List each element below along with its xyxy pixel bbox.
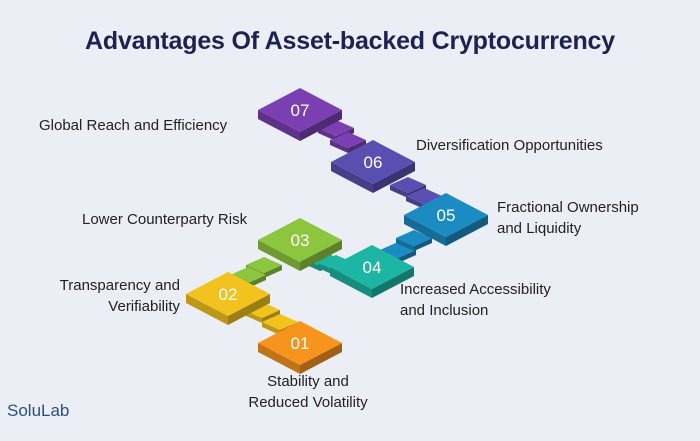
step-tile-05-left-face xyxy=(404,215,446,246)
step-tile-06: 06 xyxy=(331,140,415,193)
step-tile-02-number: 02 xyxy=(219,285,238,304)
label-step-07-line-1: Global Reach and Efficiency xyxy=(39,117,228,134)
connector-slab-12-top-face xyxy=(330,132,366,148)
step-tile-02-right-face xyxy=(228,294,270,325)
label-step-01-line-1: Stability and xyxy=(267,373,349,390)
step-tile-01-right-face xyxy=(300,343,342,374)
step-tile-04: 04 xyxy=(330,245,414,298)
connector-slab-11-left-face xyxy=(318,128,336,141)
step-tile-03-number: 03 xyxy=(291,231,310,250)
connector-slab-3-right-face xyxy=(264,265,282,278)
label-step-07: Global Reach and Efficiency xyxy=(39,115,227,136)
label-step-04-line-2: and Inclusion xyxy=(400,302,489,319)
connector-slab-8-left-face xyxy=(396,238,414,251)
step-tile-05-number: 05 xyxy=(437,206,456,225)
connector-slab-8-top-face xyxy=(396,230,432,246)
step-tile-04-right-face xyxy=(372,267,414,298)
step-tile-05-top-face xyxy=(404,193,488,237)
step-tiles: 01 02 03 04 05 06 07 xyxy=(186,88,488,374)
step-tile-01-left-face xyxy=(258,343,300,374)
step-tile-05: 05 xyxy=(404,193,488,246)
connector-slab-2-left-face xyxy=(262,322,280,335)
step-tile-06-right-face xyxy=(373,162,415,193)
label-step-01-line-2: Reduced Volatility xyxy=(248,394,368,411)
connector-slab-2-top-face xyxy=(262,314,298,330)
label-step-02-line-1: Transparency and xyxy=(59,277,180,294)
label-step-02-line-2: Verifiability xyxy=(108,298,180,315)
label-step-05: Fractional Ownership and Liquidity xyxy=(497,197,639,239)
step-tile-04-top-face xyxy=(330,245,414,289)
label-step-01: Stability and Reduced Volatility xyxy=(228,371,388,413)
connector-slab-9-top-face xyxy=(390,177,426,193)
connector-slab-3-top-face xyxy=(246,257,282,273)
step-tile-03-right-face xyxy=(300,240,342,271)
step-tile-07: 07 xyxy=(258,88,342,141)
connector-slab-12 xyxy=(330,132,366,153)
step-tile-01-top-face xyxy=(258,321,342,365)
label-step-03: Lower Counterparty Risk xyxy=(82,209,247,230)
step-tile-07-left-face xyxy=(258,110,300,141)
step-tile-01: 01 xyxy=(258,321,342,374)
connector-slab-10-left-face xyxy=(406,196,424,209)
page-title: Advantages Of Asset-backed Cryptocurrenc… xyxy=(85,27,615,55)
brand-logo-text: SoluLab xyxy=(7,401,70,420)
step-tile-03-left-face xyxy=(258,240,300,271)
step-tile-07-top-face xyxy=(258,88,342,132)
label-step-04-line-1: Increased Accessibility xyxy=(400,281,551,298)
connector-slab-9-left-face xyxy=(390,185,408,198)
connector-slab-12-left-face xyxy=(330,140,348,153)
step-tile-04-number: 04 xyxy=(363,258,382,277)
label-step-05-line-1: Fractional Ownership xyxy=(497,199,639,216)
step-tile-07-number: 07 xyxy=(291,101,310,120)
step-tile-03-top-face xyxy=(258,218,342,262)
label-step-02: Transparency and Verifiability xyxy=(20,275,180,317)
step-tile-03: 03 xyxy=(258,218,342,271)
connector-slab-4-right-face xyxy=(248,275,266,288)
label-step-06: Diversification Opportunities xyxy=(416,135,603,156)
connector-slab-8-right-face xyxy=(414,238,432,251)
step-tile-02-top-face xyxy=(186,272,270,316)
step-tile-06-left-face xyxy=(331,162,373,193)
connector-slab-8 xyxy=(396,230,432,251)
connector-slab-12-right-face xyxy=(348,140,366,153)
label-step-04: Increased Accessibility and Inclusion xyxy=(400,279,551,321)
step-tile-01-number: 01 xyxy=(291,334,310,353)
connector-slab-1-right-face xyxy=(262,310,280,323)
step-tile-05-right-face xyxy=(446,215,488,246)
step-tile-06-top-face xyxy=(331,140,415,184)
step-tile-06-number: 06 xyxy=(364,153,383,172)
label-step-05-line-2: and Liquidity xyxy=(497,220,582,237)
step-tile-02: 02 xyxy=(186,272,270,325)
step-tile-02-left-face xyxy=(186,294,228,325)
connector-slab-7-right-face xyxy=(398,250,416,263)
label-step-03-line-1: Lower Counterparty Risk xyxy=(82,211,248,228)
step-tile-07-right-face xyxy=(300,110,342,141)
step-tile-04-left-face xyxy=(330,267,372,298)
label-step-06-line-1: Diversification Opportunities xyxy=(416,137,603,154)
